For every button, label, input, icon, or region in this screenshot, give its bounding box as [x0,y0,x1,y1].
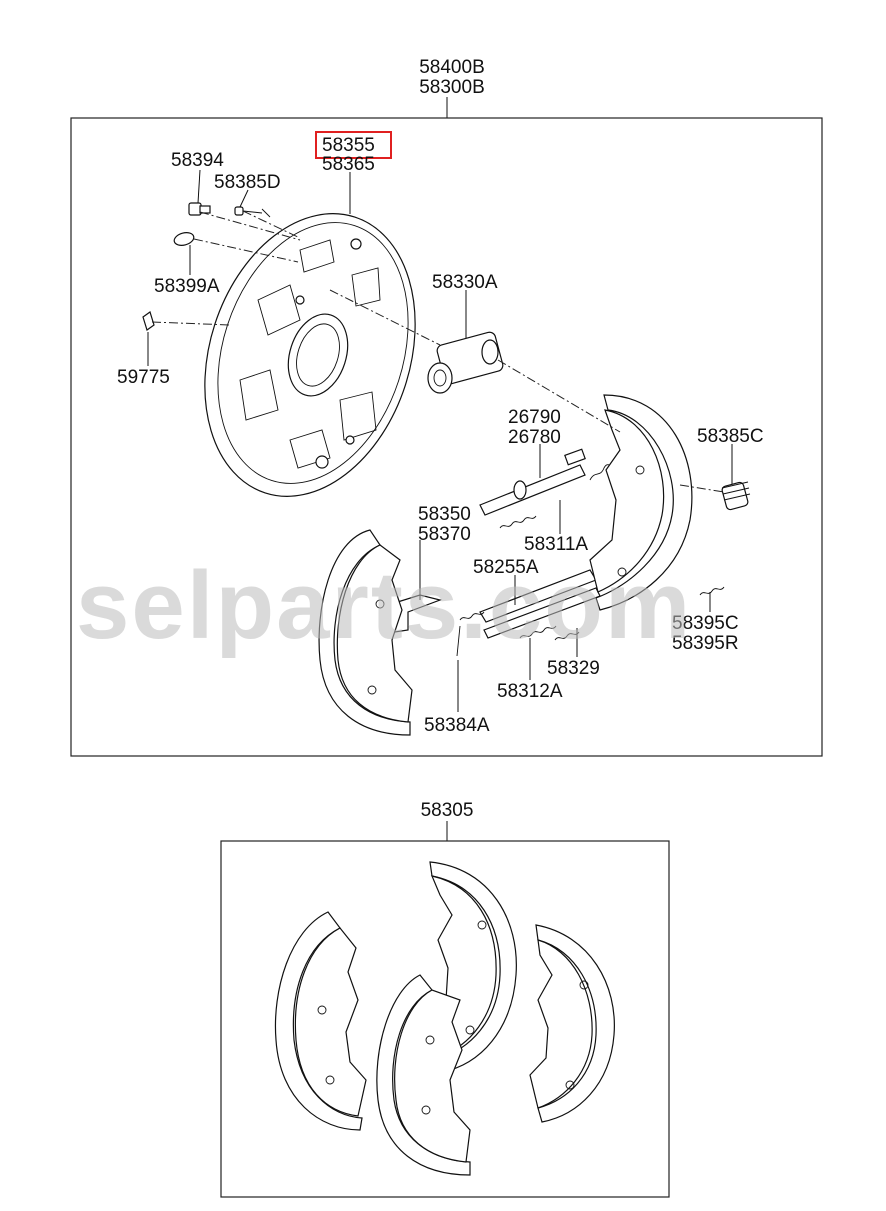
part-label-58395C[interactable]: 58395C [672,613,739,634]
part-label-59775[interactable]: 59775 [117,367,170,388]
wheel-cylinder-part[interactable] [427,331,504,394]
shoe-kit-shoe-4[interactable] [529,924,615,1123]
spring-58395C[interactable] [699,586,725,596]
centerline-shoe [497,359,621,433]
part-label-58395R[interactable]: 58395R [672,633,739,654]
shoe-kit-shoe-1[interactable] [274,911,367,1131]
spring-58312A[interactable] [519,625,557,639]
part-label-26790[interactable]: 26790 [508,407,561,428]
part-label-58385D[interactable]: 58385D [214,172,281,193]
spring-58329[interactable] [554,631,580,641]
centerline-pin [242,210,301,239]
assembly-label-58305[interactable]: 58305 [421,800,474,821]
leader-58394 [197,169,201,204]
return-spring-58311A[interactable] [499,515,537,529]
centerline-spring [679,484,725,493]
part-label-58255A[interactable]: 58255A [473,557,539,578]
part-label-58312A[interactable]: 58312A [497,681,563,702]
hold-down-pin-part[interactable] [234,206,271,218]
part-label-58365[interactable]: 58365 [322,154,375,175]
assembly-label-58400B[interactable]: 58400B [419,57,485,78]
shoe-kit-shoe-3[interactable] [376,974,471,1176]
backing-plate-assembly-frame [70,117,823,757]
highlight-box-58355 [315,131,392,159]
part-label-26780[interactable]: 26780 [508,427,561,448]
adjuster-assembly-part[interactable] [479,448,616,516]
leader-58385D [239,189,249,208]
part-label-58370[interactable]: 58370 [418,524,471,545]
bleeder-bolt-part[interactable] [188,202,211,216]
rubber-plug-part[interactable] [173,231,195,248]
part-label-58329[interactable]: 58329 [547,658,600,679]
centerline-clip [151,321,231,326]
centerline-bolt [199,211,301,241]
assembly-label-58300B[interactable]: 58300B [419,77,485,98]
part-label-58330A[interactable]: 58330A [432,272,498,293]
spring-58384A[interactable] [456,611,485,657]
clip-part[interactable] [142,311,155,331]
part-label-58384A[interactable]: 58384A [424,715,490,736]
hold-down-spring-58385C[interactable] [721,481,751,511]
part-label-58350[interactable]: 58350 [418,504,471,525]
part-label-58385C[interactable]: 58385C [697,426,764,447]
watermark: selparts.com [76,552,692,659]
backing-plate[interactable] [170,186,450,524]
part-label-58399A[interactable]: 58399A [154,276,220,297]
brake-shoe-left[interactable] [318,529,413,736]
strut-part[interactable] [479,569,601,639]
centerline-cylinder [329,289,441,346]
part-label-58311A[interactable]: 58311A [524,534,588,555]
shoe-kit-frame [220,840,670,1198]
centerline-plug [193,238,299,263]
part-label-58355[interactable]: 58355 [322,135,375,156]
brake-shoe-right[interactable] [589,394,693,611]
part-label-58394[interactable]: 58394 [171,150,224,171]
